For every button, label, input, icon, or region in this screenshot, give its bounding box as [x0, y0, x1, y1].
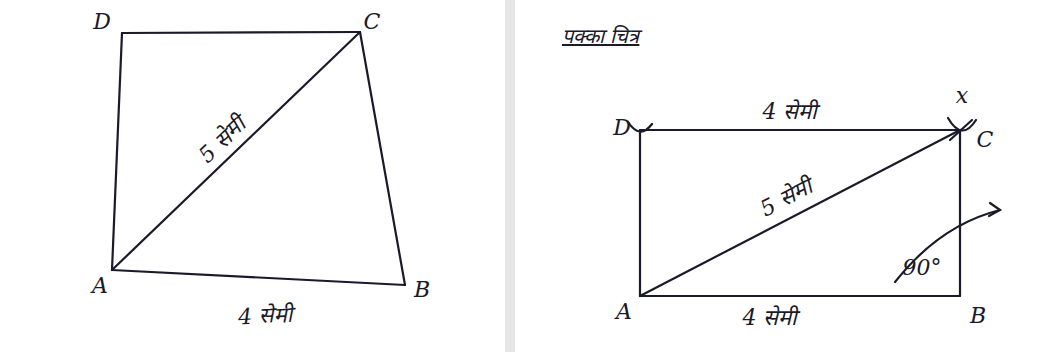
- vertex-label: C: [974, 128, 997, 152]
- vertex-label: A: [613, 300, 635, 324]
- vertex-label: D: [90, 10, 114, 34]
- accurate-rectangle: [628, 118, 1000, 296]
- dimension-label: 5 सेमी: [192, 110, 253, 170]
- vertex-label: D: [610, 116, 634, 140]
- dimension-label: 90°: [900, 256, 945, 280]
- rough-rectangle: [112, 32, 405, 285]
- figure-heading: पक्का चित्र: [562, 22, 639, 49]
- vertex-label: C: [361, 10, 384, 34]
- page-gap: [505, 0, 515, 352]
- vertex-label: A: [89, 274, 111, 298]
- vertex-label: B: [411, 278, 433, 302]
- dimension-label: 4 सेमी: [234, 302, 296, 329]
- vertex-label: x: [953, 84, 971, 108]
- dimension-label: 5 सेमी: [753, 173, 818, 223]
- dimension-label: 4 सेमी: [760, 100, 821, 124]
- vertex-label: B: [967, 304, 989, 328]
- dimension-label: 4 सेमी: [740, 306, 801, 330]
